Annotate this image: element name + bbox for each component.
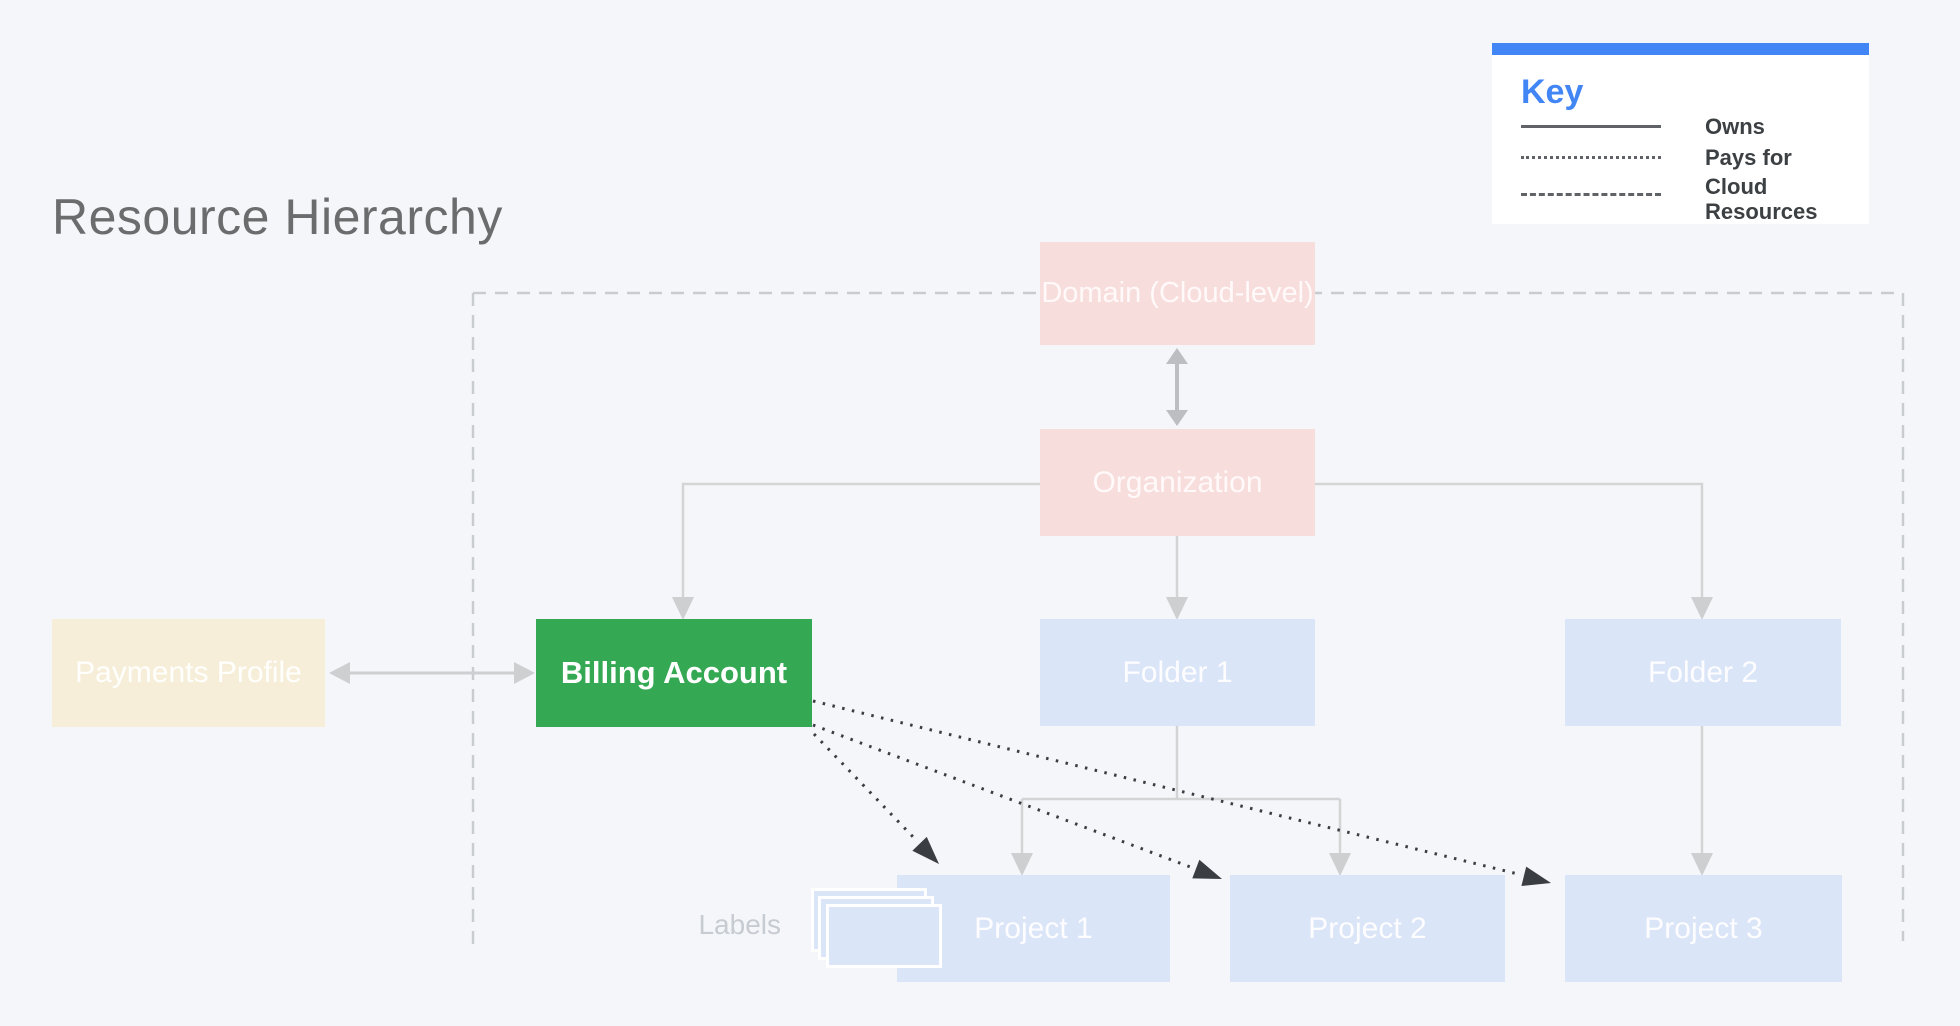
key-accent-bar bbox=[1492, 43, 1869, 55]
node-folder-2-label: Folder 2 bbox=[1647, 655, 1759, 689]
node-payments-profile: Payments Profile bbox=[52, 619, 325, 727]
node-project-3-label: Project 3 bbox=[1644, 911, 1763, 945]
legend-solid-line-sample bbox=[1521, 125, 1661, 128]
owns-arrowheads bbox=[672, 597, 1713, 876]
node-folder-1-label: Folder 1 bbox=[1122, 655, 1233, 689]
domain-organization-arrow bbox=[1166, 348, 1188, 426]
label-card-front bbox=[826, 904, 942, 968]
legend-cloud-resources-label: Cloud Resources bbox=[1705, 174, 1818, 224]
node-payments-profile-label: Payments Profile bbox=[75, 656, 302, 689]
payments-billing-arrow bbox=[329, 662, 535, 684]
node-billing-account: Billing Account bbox=[536, 619, 812, 727]
node-organization-label: Organization bbox=[1092, 465, 1263, 499]
page-title: Resource Hierarchy bbox=[52, 189, 503, 245]
node-project-2: Project 2 bbox=[1230, 875, 1505, 982]
pays-for-arrowheads bbox=[912, 836, 1551, 886]
legend-pays-for-label: Pays for bbox=[1705, 145, 1792, 170]
labels-stack-icon bbox=[811, 888, 946, 973]
node-folder-2: Folder 2 bbox=[1565, 619, 1841, 726]
key-title: Key bbox=[1521, 73, 1584, 111]
node-project-1: Project 1 bbox=[897, 875, 1170, 982]
pays-for-lines bbox=[812, 699, 1523, 877]
node-billing-account-label: Billing Account bbox=[560, 655, 788, 690]
owns-connectors bbox=[681, 482, 1704, 858]
node-domain-label: Domain (Cloud-level) bbox=[1041, 277, 1314, 309]
node-project-1-label: Project 1 bbox=[974, 911, 1093, 945]
node-project-2-label: Project 2 bbox=[1308, 911, 1427, 945]
labels-caption: Labels bbox=[698, 909, 781, 940]
legend-dashed-line-sample bbox=[1521, 193, 1661, 196]
legend-owns-label: Owns bbox=[1705, 114, 1765, 139]
node-organization: Organization bbox=[1040, 429, 1315, 536]
legend-dotted-line-sample bbox=[1521, 156, 1661, 159]
node-folder-1: Folder 1 bbox=[1040, 619, 1315, 726]
node-project-3: Project 3 bbox=[1565, 875, 1842, 982]
node-domain: Domain (Cloud-level) bbox=[1040, 242, 1315, 345]
key-legend: Key Owns Pays for Cloud Resources bbox=[1492, 43, 1869, 224]
